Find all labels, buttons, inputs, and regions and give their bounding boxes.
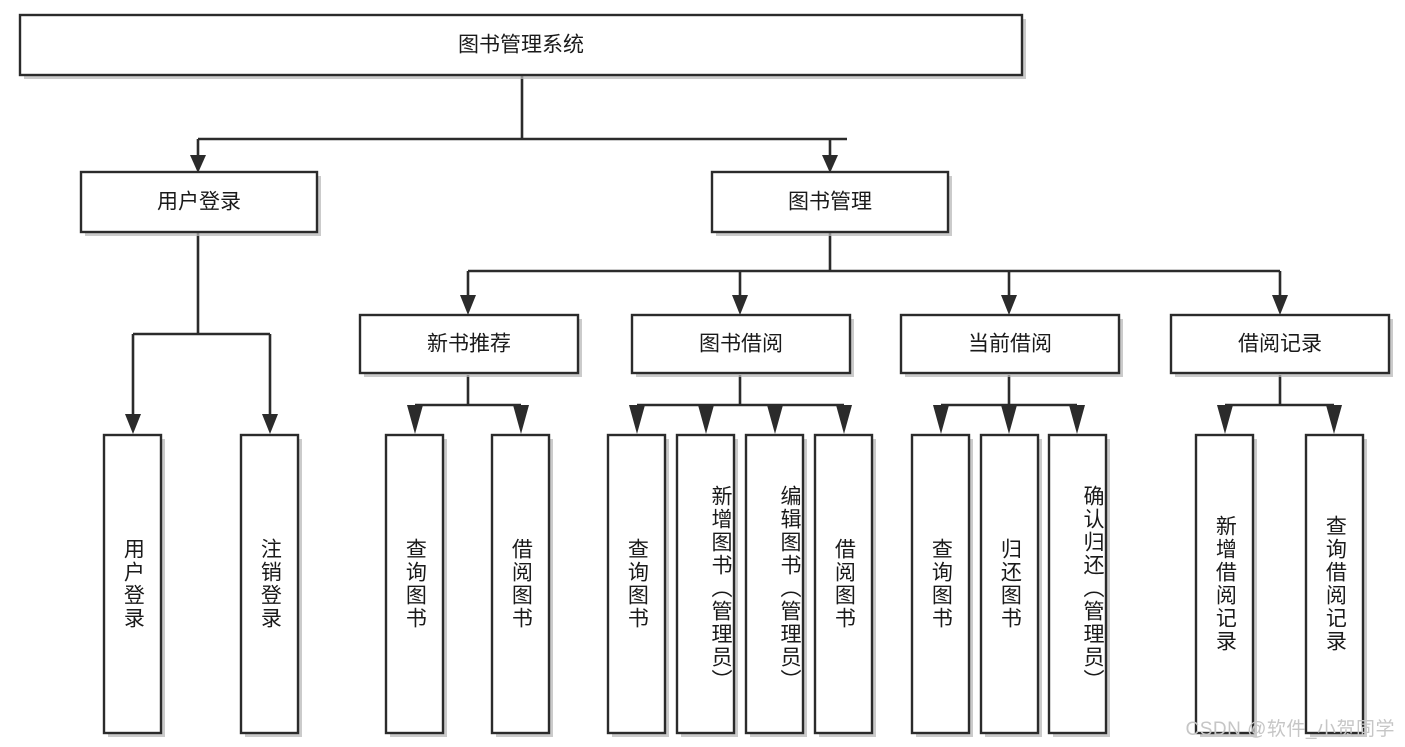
node-user-login[interactable]: 用户登录	[79, 170, 321, 236]
cb-rect	[899, 313, 1121, 375]
leaf-query-book-2[interactable]: 查询图书	[606, 433, 669, 737]
leaf-rect	[979, 433, 1040, 735]
arrow-leaf-query-book-3	[933, 405, 949, 434]
leaf-label: 用户登录	[121, 538, 145, 630]
cb-label: 当前借阅	[968, 333, 1052, 356]
arrow-leaf-confirm-return	[1069, 405, 1085, 434]
leaf-edit-book[interactable]: 编辑图书（管理员）	[744, 433, 807, 737]
leaf-rect	[675, 433, 736, 735]
leaf-label-wrap: 借阅图书	[832, 538, 856, 630]
arrow-leaf-query-book-1	[407, 405, 423, 434]
leaf-query-book-3[interactable]: 查询图书	[910, 433, 973, 737]
arrow-leaf-edit-book	[767, 405, 783, 434]
leaf-label-wrap: 新增图书（管理员）	[709, 484, 732, 692]
root-label: 图书管理系统	[458, 34, 584, 57]
leaf-label-wrap: 编辑图书（管理员）	[778, 484, 801, 692]
arrow-leaf-add-book	[698, 405, 714, 434]
leaf-label: 编辑图书（管理员）	[778, 484, 801, 692]
leaf-rect	[813, 433, 874, 735]
book-manage-label: 图书管理	[788, 191, 872, 214]
leaf-label-wrap: 用户登录	[121, 538, 145, 630]
node-book-borrow[interactable]: 图书借阅	[630, 313, 854, 377]
leaf-label: 新增借阅记录	[1213, 515, 1237, 653]
leaf-label: 查询图书	[403, 538, 427, 630]
leaf-label: 确认归还（管理员）	[1081, 484, 1104, 692]
leaf-label-wrap: 注销登录	[258, 538, 282, 630]
leaf-rect	[490, 433, 551, 735]
leaf-rect	[1194, 433, 1255, 735]
leaf-label: 借阅图书	[832, 538, 856, 630]
bb-label: 图书借阅	[699, 333, 783, 356]
leaf-rect	[239, 433, 300, 735]
bb-rect	[630, 313, 852, 375]
leaf-label-wrap: 确认归还（管理员）	[1081, 484, 1104, 692]
user-login-label: 用户登录	[157, 191, 241, 214]
leaf-rect	[744, 433, 805, 735]
leaf-rect	[606, 433, 667, 735]
leaf-query-book-1[interactable]: 查询图书	[384, 433, 447, 737]
node-borrow-record[interactable]: 借阅记录	[1169, 313, 1393, 377]
arrow-leaf-borrow-book-2	[836, 405, 852, 434]
arrow-leaf-add-record	[1217, 405, 1233, 434]
leaf-rect	[102, 433, 163, 735]
arrow-leaf-borrow-book-1	[513, 405, 529, 434]
node-root[interactable]: 图书管理系统	[18, 13, 1026, 79]
book-manage-rect	[710, 170, 950, 234]
leaf-label: 新增图书（管理员）	[709, 484, 732, 692]
connector-layer	[125, 76, 1342, 434]
arrow-book-borrow	[732, 295, 748, 315]
leaf-label: 借阅图书	[509, 538, 533, 630]
leaf-confirm-return[interactable]: 确认归还（管理员）	[1047, 433, 1110, 737]
leaf-label-wrap: 查询图书	[403, 538, 427, 630]
arrow-leaf-query-record	[1326, 405, 1342, 434]
leaf-label-wrap: 借阅图书	[509, 538, 533, 630]
arrow-user-login	[190, 155, 206, 173]
leaf-borrow-book-1[interactable]: 借阅图书	[490, 433, 553, 737]
leaf-user-login[interactable]: 用户登录	[102, 433, 165, 737]
nbr-label: 新书推荐	[427, 333, 511, 356]
arrow-current-borrow	[1001, 295, 1017, 315]
leaf-add-book[interactable]: 新增图书（管理员）	[675, 433, 738, 737]
leaf-label-wrap: 归还图书	[998, 538, 1022, 630]
leaf-label-wrap: 查询图书	[929, 538, 953, 630]
leaf-label: 查询图书	[929, 538, 953, 630]
leaf-label-wrap: 查询借阅记录	[1323, 515, 1347, 653]
arrow-new-book-recommend	[460, 295, 476, 315]
node-current-borrow[interactable]: 当前借阅	[899, 313, 1123, 377]
leaf-rect	[910, 433, 971, 735]
user-login-rect	[79, 170, 319, 234]
arrow-borrow-record	[1272, 295, 1288, 315]
br-label: 借阅记录	[1238, 333, 1322, 356]
arrow-leaf-user-login	[125, 414, 141, 434]
leaf-rect	[1047, 433, 1108, 735]
arrow-leaf-return-book	[1001, 405, 1017, 434]
leaf-add-record[interactable]: 新增借阅记录	[1194, 433, 1257, 737]
root-rect	[18, 13, 1024, 77]
csdn-watermark: CSDN @软件_小贺同学	[1185, 719, 1395, 740]
leaf-return-book[interactable]: 归还图书	[979, 433, 1042, 737]
leaf-label-wrap: 查询图书	[625, 538, 649, 630]
arrow-leaf-user-logout	[262, 414, 278, 434]
leaf-label: 归还图书	[998, 538, 1022, 630]
leaf-user-logout[interactable]: 注销登录	[239, 433, 302, 737]
br-rect	[1169, 313, 1391, 375]
leaf-label: 查询图书	[625, 538, 649, 630]
arrow-leaf-query-book-2	[629, 405, 645, 434]
arrow-book-manage	[822, 155, 838, 173]
leaf-label: 注销登录	[258, 538, 282, 630]
leaf-rect	[1304, 433, 1365, 735]
node-new-book-recommend[interactable]: 新书推荐	[358, 313, 582, 377]
node-book-manage[interactable]: 图书管理	[710, 170, 952, 236]
leaf-rect	[384, 433, 445, 735]
leaf-borrow-book-2[interactable]: 借阅图书	[813, 433, 876, 737]
leaf-query-record[interactable]: 查询借阅记录	[1304, 433, 1367, 737]
leaf-label: 查询借阅记录	[1323, 515, 1347, 653]
nbr-rect	[358, 313, 580, 375]
leaf-label-wrap: 新增借阅记录	[1213, 515, 1237, 653]
